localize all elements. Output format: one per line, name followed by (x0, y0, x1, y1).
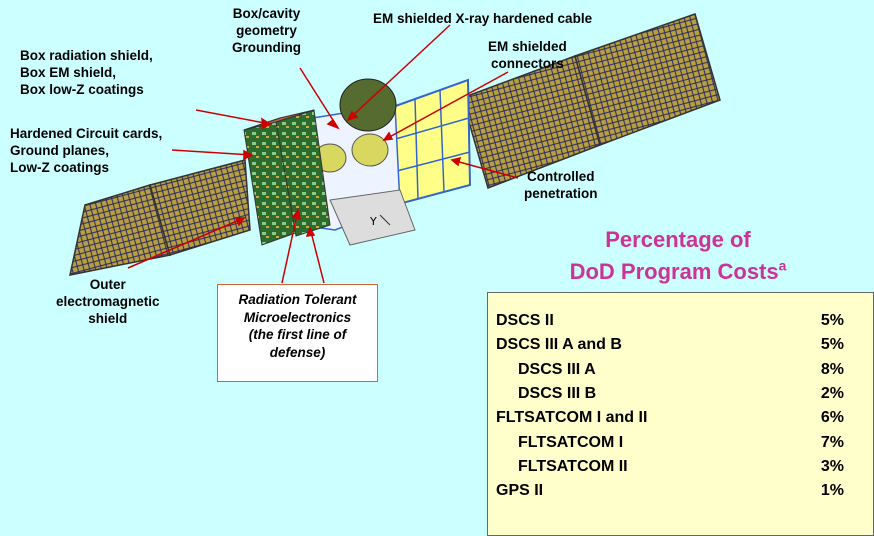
svg-text:Y: Y (369, 215, 377, 228)
costs-title-line2: DoD Program Costsa (483, 256, 873, 288)
program-percentage: 8% (820, 360, 844, 378)
program-name: DSCS III A and B (496, 336, 622, 354)
costs-title-superscript: a (778, 257, 787, 274)
costs-title-line1: Percentage of (605, 227, 751, 252)
program-percentage: 1% (820, 482, 844, 500)
program-name: DSCS II (496, 312, 554, 329)
label-box-radiation: Box radiation shield, Box EM shield, Box… (20, 48, 153, 97)
circuit-cards (243, 109, 331, 246)
table-row: FLTSATCOM I and II 6% (488, 409, 874, 433)
table-row: DSCS III A 8% (488, 361, 874, 385)
program-name: FLTSATCOM I and II (496, 409, 648, 427)
program-name: GPS II (496, 482, 544, 500)
table-row: FLTSATCOM II 3% (488, 458, 874, 482)
callout-line2: Microelectronics (243, 309, 352, 325)
program-percentage: 2% (820, 384, 844, 402)
program-name: FLTSATCOM II (518, 457, 628, 475)
program-percentage: 7% (820, 433, 844, 451)
right-solar-panel (461, 13, 721, 189)
table-row: FLTSATCOM I 7% (488, 434, 874, 458)
radiator-panel (388, 78, 472, 207)
callout-arrows (127, 24, 519, 284)
callout-line4: defense) (269, 344, 326, 360)
program-name: FLTSATCOM I (518, 433, 624, 451)
left-solar-panel (69, 159, 251, 276)
costs-title-text: DoD Program Costs (569, 259, 779, 284)
table-row: DSCS II 5% (488, 312, 874, 336)
program-name: DSCS III A (518, 360, 596, 378)
table-row: DSCS III A and B 5% (488, 336, 874, 360)
radiation-tolerant-callout: Radiation Tolerant Microelectronics (the… (217, 284, 378, 382)
program-percentage: 3% (820, 457, 844, 475)
table-row: GPS II 1% (488, 482, 874, 506)
label-em-cable: EM shielded X-ray hardened cable (373, 11, 593, 26)
label-hardened-cards: Hardened Circuit cards, Ground planes, L… (10, 126, 163, 175)
program-name: DSCS III B (518, 384, 597, 402)
table-row: DSCS III B 2% (488, 385, 874, 409)
costs-title: Percentage of DoD Program Costsa (483, 224, 873, 288)
label-outer-shield: Outer electromagnetic shield (56, 277, 160, 326)
callout-line1: Radiation Tolerant (238, 292, 357, 307)
program-percentage: 6% (820, 409, 844, 427)
label-box-cavity: Box/cavity geometry Grounding (232, 6, 301, 55)
program-percentage: 5% (820, 336, 844, 354)
label-em-connectors: EM shielded connectors (488, 39, 567, 71)
program-percentage: 5% (820, 312, 844, 329)
callout-line3: (the first line of (248, 327, 347, 342)
label-controlled-penetration: Controlled penetration (524, 169, 598, 201)
